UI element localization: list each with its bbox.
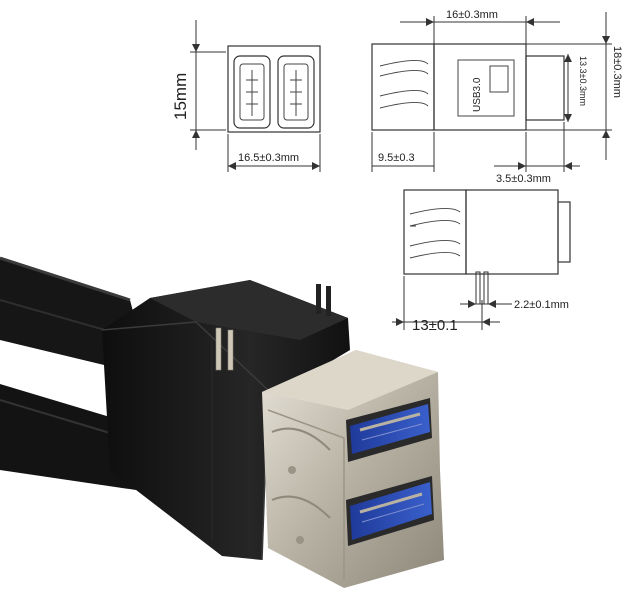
front-port-left (233, 55, 271, 129)
side-rear-label: 3.5±0.3mm (496, 173, 551, 185)
pin-label: 2.2±0.1mm (514, 299, 569, 311)
front-port-right (277, 55, 315, 129)
side-height-label: 18±0.3mm (611, 46, 623, 98)
pin-depth-label: 13±0.1 (412, 317, 458, 334)
front-view-drawing: 15mm 16.5±0.3mm (171, 20, 321, 172)
connector-photo (0, 256, 444, 588)
usb3-port-upper (346, 398, 432, 462)
side-view-drawing: USB3.0 16±0.3mm 13.3±0.3mm 18±0.3mm 9.5±… (371, 9, 623, 185)
inner-height-label: 13.3±0.3mm (578, 56, 588, 106)
pin-view-drawing: 13±0.1 2.2±0.1mm (392, 189, 571, 334)
overmold-body (101, 280, 350, 561)
side-length-label: 16±0.3mm (446, 9, 498, 21)
metal-shell (262, 350, 444, 588)
front-height-label: 15mm (171, 73, 190, 120)
pins (215, 284, 331, 371)
housing-text: USB3.0 (472, 77, 483, 112)
front-width-label: 16.5±0.3mm (238, 152, 299, 164)
side-front-label: 9.5±0.3 (378, 152, 415, 164)
usb3-port-lower (346, 476, 434, 546)
